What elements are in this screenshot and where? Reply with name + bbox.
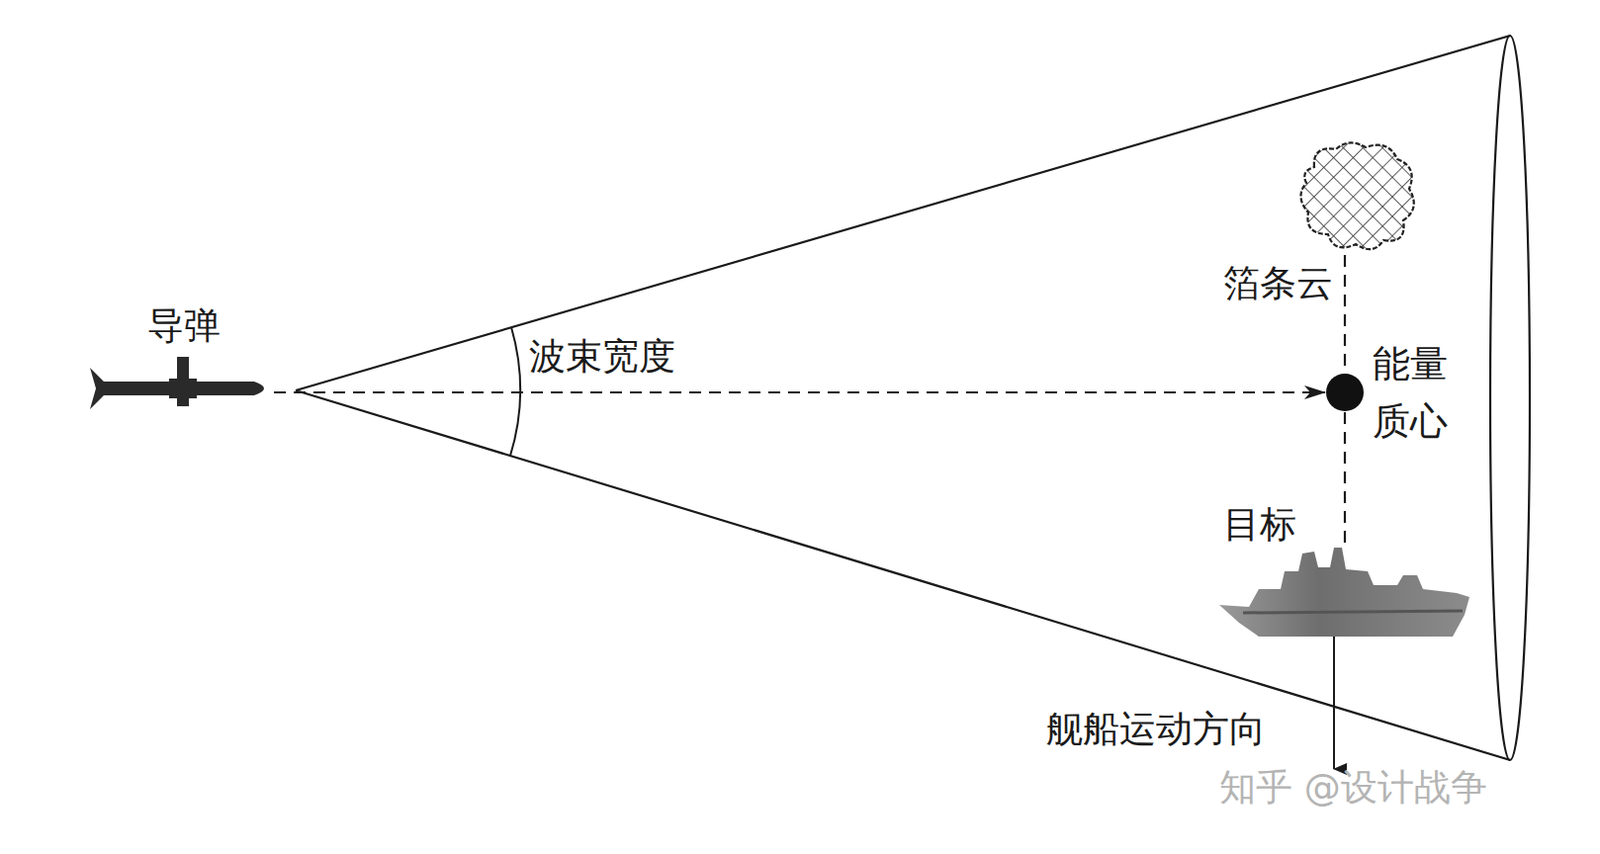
energy-centroid: 能量质心 [1325, 372, 1365, 413]
missile-label: 导弹 [147, 304, 221, 349]
ship-shape [1219, 545, 1470, 638]
beam-edge [295, 35, 1511, 761]
beamwidth-label: 波束宽度 [529, 335, 676, 379]
chaff-label: 箔条云 [1223, 262, 1334, 306]
cloud-shape [1294, 137, 1419, 256]
chaff-cloud: 箔条云 [1294, 137, 1419, 256]
watermark: 知乎 @设计战争 [1219, 766, 1488, 810]
dashed-connector [273, 391, 1326, 394]
missile-node: 导弹 [89, 306, 274, 407]
target-ship: 目标 [1219, 545, 1470, 638]
dashed-connector [1343, 412, 1346, 546]
dashed-connector [1343, 255, 1346, 373]
motion-label: 舰船运动方向 [1046, 708, 1266, 752]
centroid-label: 能量质心 [1372, 335, 1448, 450]
beam-end [1490, 35, 1530, 761]
dot-shape [1325, 372, 1365, 413]
target-label: 目标 [1223, 503, 1297, 547]
